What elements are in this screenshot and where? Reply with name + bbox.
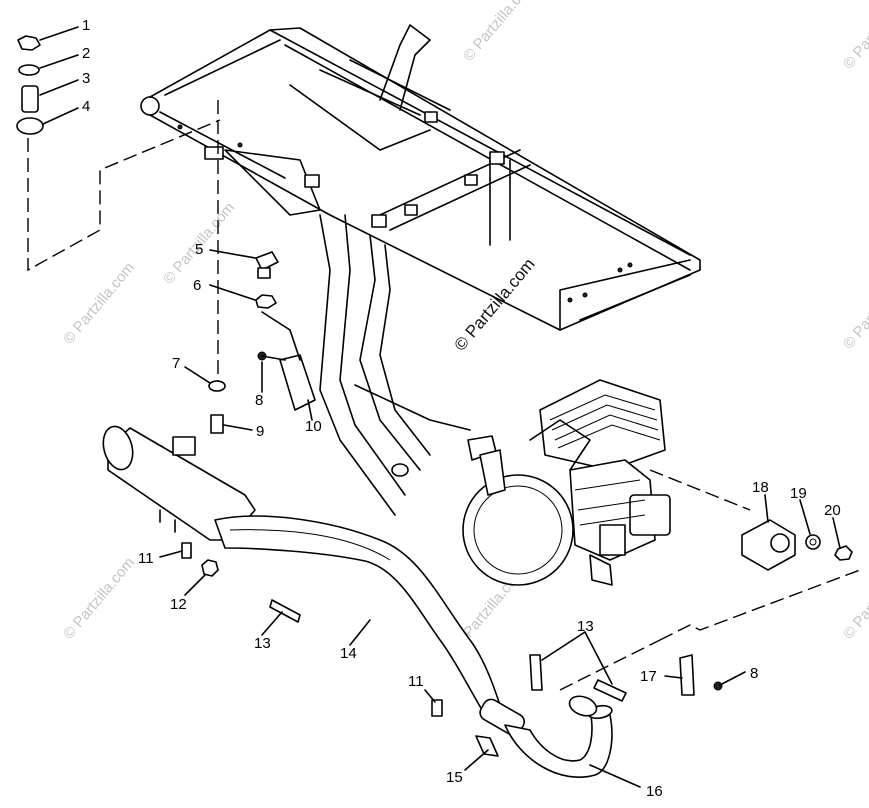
callout-10: 10	[305, 418, 322, 435]
callout-8-lower: 8	[750, 665, 758, 682]
callout-14: 14	[340, 645, 357, 662]
callout-12: 12	[170, 596, 187, 613]
callout-18: 18	[752, 479, 769, 496]
leader-lines	[39, 26, 841, 788]
callout-7: 7	[172, 355, 180, 372]
callout-9: 9	[256, 423, 264, 440]
frame	[140, 24, 701, 516]
watermark-7: © Partzilla.com	[840, 554, 869, 642]
callout-5: 5	[195, 241, 203, 258]
watermark-4: © Partzilla.com	[840, 264, 869, 352]
watermark-1: © Partzilla.com	[460, 0, 538, 65]
watermark-3: © Partzilla.com	[60, 259, 138, 347]
watermark-5: © Partzilla.com	[60, 554, 138, 642]
callout-15: 15	[446, 769, 463, 786]
callout-11-right: 11	[408, 673, 424, 690]
callout-20: 20	[824, 502, 841, 519]
callout-13-right: 13	[577, 618, 594, 635]
callout-13-left: 13	[254, 635, 271, 652]
callout-labels: 1 2 3 4 5 6 7 8 9 10 11 12 13 14 11 15 1…	[82, 17, 841, 800]
callout-3: 3	[82, 70, 90, 87]
muffler-mount-block	[172, 436, 196, 456]
callout-19: 19	[790, 485, 807, 502]
engine	[462, 379, 751, 586]
callout-2: 2	[82, 45, 90, 62]
exhaust	[102, 425, 861, 778]
watermark-2: © Partzilla.com	[840, 0, 869, 73]
callout-8-upper: 8	[255, 392, 263, 409]
callout-1: 1	[82, 17, 90, 34]
callout-16: 16	[646, 783, 663, 800]
callout-4: 4	[82, 98, 90, 115]
callout-17: 17	[640, 668, 657, 685]
callout-11-left: 11	[138, 550, 154, 567]
hardware	[16, 35, 723, 757]
watermark-center: © Partzilla.com	[451, 255, 539, 355]
callout-6: 6	[193, 277, 201, 294]
